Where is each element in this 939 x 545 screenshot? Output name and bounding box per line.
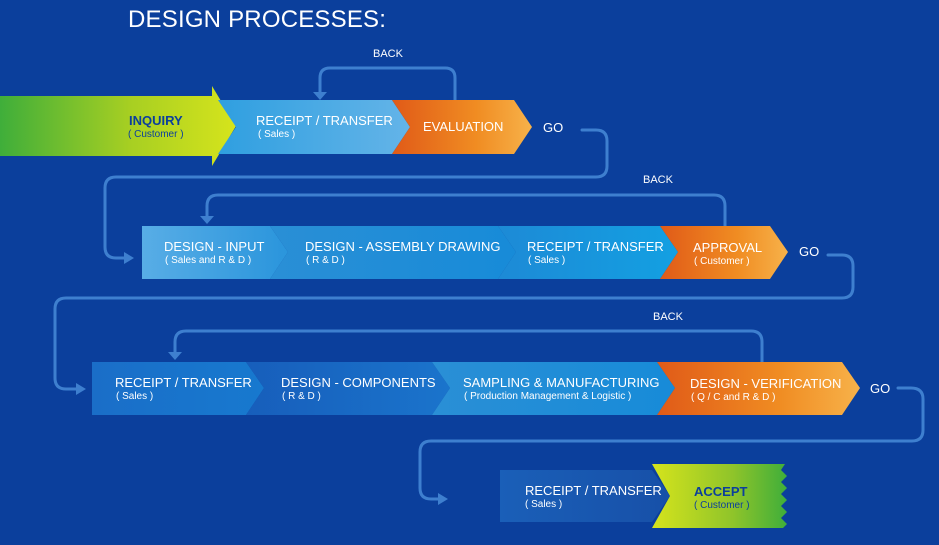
arrowhead-back-2 <box>200 216 214 224</box>
verification-sub: ( Q / C and R & D ) <box>691 392 776 403</box>
arrowhead-go-1 <box>124 252 134 264</box>
page-title: DESIGN PROCESSES: <box>128 6 387 33</box>
assembly-sub: ( R & D ) <box>306 255 345 266</box>
verification-label: DESIGN - VERIFICATION <box>690 376 842 391</box>
back-loop-1 <box>318 66 457 102</box>
components-label: DESIGN - COMPONENTS <box>281 375 436 390</box>
assembly-label: DESIGN - ASSEMBLY DRAWING <box>305 239 501 254</box>
sampling-sub: ( Production Management & Logistic ) <box>464 391 632 402</box>
receipt-1-label: RECEIPT / TRANSFER <box>256 113 393 128</box>
step-assembly-shape <box>270 226 516 279</box>
back-loop-2 <box>205 193 727 228</box>
go-connector-3 <box>418 386 925 501</box>
accept-sub: ( Customer ) <box>694 500 750 511</box>
step-verification-shape <box>657 362 860 415</box>
step-approval-shape <box>660 226 788 279</box>
inquiry-sub: ( Customer ) <box>128 129 184 140</box>
arrowhead-back-1 <box>313 92 327 100</box>
go-connector-1 <box>103 128 609 260</box>
accept-label: ACCEPT <box>694 484 748 499</box>
go-label-2: GO <box>799 244 820 259</box>
back-label-3: BACK <box>653 311 683 323</box>
receipt-3-label: RECEIPT / TRANSFER <box>115 375 252 390</box>
approval-sub: ( Customer ) <box>694 256 750 267</box>
receipt-2-sub: ( Sales ) <box>528 255 566 266</box>
step-accept-shape <box>652 464 787 528</box>
step-inquiry-shape <box>0 86 236 166</box>
connector-arrowheads <box>76 92 448 505</box>
sampling-label: SAMPLING & MANUFACTURING <box>463 375 660 390</box>
connectors <box>53 66 925 501</box>
step-receipt-3-shape <box>92 362 264 415</box>
receipt-3-sub: ( Sales ) <box>116 391 154 402</box>
step-design-input-shape <box>142 226 288 279</box>
go-label-1: GO <box>543 120 564 135</box>
arrowhead-back-3 <box>168 352 182 360</box>
step-receipt-4-shape <box>500 470 670 522</box>
design-input-label: DESIGN - INPUT <box>164 239 265 254</box>
receipt-1-sub: ( Sales ) <box>258 129 296 140</box>
design-input-sub: ( Sales and R & D ) <box>165 255 252 266</box>
back-label-2: BACK <box>643 174 673 186</box>
approval-label: APPROVAL <box>693 240 763 255</box>
go-connector-2 <box>53 253 855 391</box>
inquiry-label: INQUIRY <box>129 113 183 128</box>
components-sub: ( R & D ) <box>282 391 321 402</box>
receipt-2-label: RECEIPT / TRANSFER <box>527 239 664 254</box>
evaluation-label: EVALUATION <box>423 119 504 134</box>
step-sampling-shape <box>432 362 675 415</box>
go-label-3: GO <box>870 381 891 396</box>
back-loop-3 <box>173 329 764 364</box>
back-label-1: BACK <box>373 48 403 60</box>
step-receipt-1-shape <box>218 100 410 154</box>
step-receipt-2-shape <box>498 226 678 279</box>
receipt-4-label: RECEIPT / TRANSFER <box>525 483 662 498</box>
step-evaluation-shape <box>392 100 532 154</box>
receipt-4-sub: ( Sales ) <box>525 499 563 510</box>
arrowhead-go-2 <box>76 383 86 395</box>
arrowhead-go-3 <box>438 493 448 505</box>
step-components-shape <box>246 362 450 415</box>
